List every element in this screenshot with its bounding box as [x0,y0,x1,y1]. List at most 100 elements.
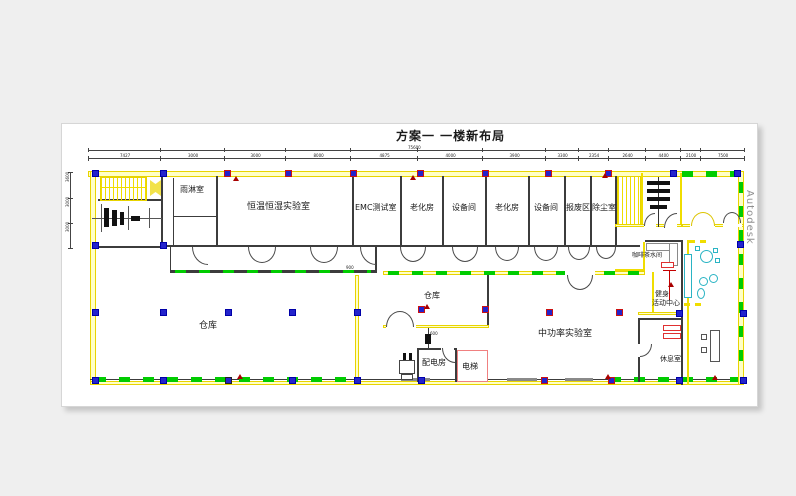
door-icon [567,275,593,290]
dim-tick [545,148,546,152]
door-icon [442,348,455,363]
wall-climatelab-left [216,176,218,247]
dim-tick [482,156,483,161]
dim-tick [160,148,161,152]
room-label-elevator: 电梯 [462,362,478,371]
red-equipment-box [663,333,681,339]
wall-powerroom-right [455,348,457,382]
room-label-gym-1: 健身 [655,290,669,298]
wall-leftblock-right [161,173,163,247]
round-chair-icon [709,274,718,283]
column-marker [737,241,744,248]
dim-number: 2354 [589,153,600,158]
column-marker [160,242,167,249]
wall-dust-left [590,176,592,247]
dim-tick [608,156,609,161]
wall-scrap-left [564,176,566,247]
dim-number: 8000 [313,153,324,158]
dim-number: 2100 [686,153,697,158]
column-marker [740,310,747,317]
transformer-prong-icon [403,353,406,360]
column-marker [616,309,623,316]
equipment-line [149,208,150,228]
column-marker [670,170,677,177]
column-flag-icon [237,374,243,379]
column-flag-icon [410,175,416,180]
dashed-opening-top [689,240,707,243]
dim-tick [645,148,646,152]
red-equipment-box [663,325,681,331]
wall-dust-right [615,176,617,247]
room-label-rain: 雨淋室 [180,185,204,194]
dim-mark: 600 [430,331,438,336]
dim-tick [68,172,73,173]
room-label-scrap: 报废区 [566,203,590,212]
room-label-emc: EMC测试室 [355,203,397,212]
fixture-bar-icon [647,197,670,201]
dim-tick [608,148,609,152]
chair-icon [701,334,707,340]
dim-tick [744,156,745,161]
room-label-warehouse-small: 仓库 [424,291,440,300]
column-marker [354,377,361,384]
dim-tick [578,148,579,152]
dim-tick [545,156,546,161]
dim-tick [350,148,351,152]
elevator-shaft [457,350,488,382]
opening-smallwh-door [386,325,416,328]
wall-rainroom-left [173,178,174,247]
dim-tick [700,156,701,161]
transformer-prong-icon [409,353,412,360]
fixture-bar-icon [647,181,670,185]
dim-tick [578,156,579,161]
dim-tick [285,148,286,152]
dashed-opening-mid [684,303,706,306]
wall-aging1-left [400,176,402,247]
wall-top [88,171,744,177]
oval-chair-icon [697,288,705,299]
yellow-door-leaf-icon [150,180,161,196]
fixture-bar-icon [647,189,670,193]
fixture-bar-icon [650,205,667,209]
wall-coffee-top [645,240,682,242]
red-pipe-line [663,270,676,271]
dim-number: 3000 [250,153,261,158]
dim-tick [224,156,225,161]
dim-tick [68,198,73,199]
column-marker [676,377,683,384]
dim-number: 3000 [65,196,70,207]
opening-topright-door2 [723,224,742,227]
dim-number: 4875 [379,153,390,158]
dim-tick [700,148,701,152]
room-label-midpower-lab: 中功率实验室 [538,329,593,339]
desk [710,330,720,362]
dim-tick [744,148,745,152]
window-lab-top [388,271,640,275]
dimension-line-segmented [88,158,744,159]
opening-topright-door1 [690,224,715,227]
round-table-icon [700,250,713,263]
dim-tick [68,248,73,249]
dim-tick [68,223,73,224]
column-marker [541,377,548,384]
column-marker [545,170,552,177]
equipment-icon [104,208,109,227]
column-marker [92,309,99,316]
door-icon [192,247,208,265]
equipment-axis-left [92,218,162,219]
door-icon [248,247,276,263]
room-label-rest: 休息室 [660,355,681,363]
wall-step-left [170,247,171,271]
dim-tick [285,156,286,161]
equipment-icon [131,216,140,221]
dim-number: 3600 [65,171,70,182]
door-icon [495,247,519,261]
column-marker [418,306,425,313]
window-bottom-right [610,377,740,382]
column-flag-icon [602,173,608,178]
wall-lobby [615,269,645,271]
column-marker [92,242,99,249]
opening-bottom-3 [565,378,593,381]
staircase-left-rail [100,187,145,188]
room-label-climate-lab: 恒温恒湿实验室 [247,202,311,212]
